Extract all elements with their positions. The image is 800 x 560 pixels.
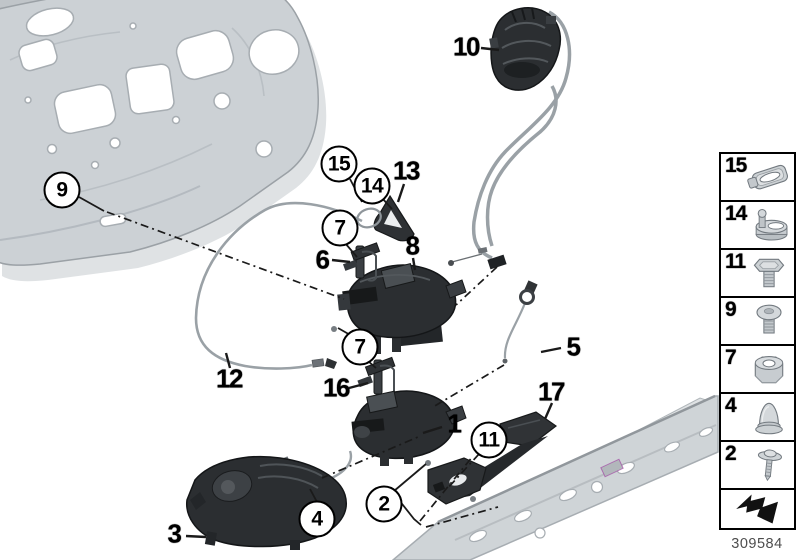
callout-11[interactable]: 11 xyxy=(470,421,508,459)
callout-6[interactable]: 6 xyxy=(315,244,330,275)
rear-panel-carrier xyxy=(391,394,719,560)
legend-item-number: 15 xyxy=(725,154,747,177)
cap-nut-icon xyxy=(745,396,793,438)
callout-5[interactable]: 5 xyxy=(566,331,581,362)
legend-item-11[interactable]: 11 xyxy=(719,248,796,298)
callout-7[interactable]: 7 xyxy=(321,209,359,247)
fastener-legend: 15 14 11 9 7 4 2 xyxy=(719,152,796,530)
legend-item-14[interactable]: 14 xyxy=(719,200,796,250)
callout-12[interactable]: 12 xyxy=(216,363,243,394)
callout-9[interactable]: 9 xyxy=(43,171,81,209)
diagram-number: 309584 xyxy=(731,536,783,552)
callout-10[interactable]: 10 xyxy=(453,31,480,62)
release-lever-6 xyxy=(342,242,381,282)
callout-7[interactable]: 7 xyxy=(341,328,379,366)
legend-item-2[interactable]: 2 xyxy=(719,440,796,490)
legend-direction-arrow[interactable] xyxy=(719,488,796,530)
legend-item-number: 7 xyxy=(725,346,737,369)
legend-item-15[interactable]: 15 xyxy=(719,152,796,202)
button-head-screw-icon xyxy=(745,300,793,342)
legend-item-7[interactable]: 7 xyxy=(719,344,796,394)
callout-15[interactable]: 15 xyxy=(320,145,358,183)
direction-arrow-icon xyxy=(729,489,787,529)
callout-17[interactable]: 17 xyxy=(538,376,565,407)
callout-2[interactable]: 2 xyxy=(365,485,403,523)
legend-item-number: 9 xyxy=(725,298,737,321)
striker-16 xyxy=(357,356,396,396)
construction-lines xyxy=(78,46,562,539)
callout-13[interactable]: 13 xyxy=(393,155,420,186)
hex-bolt-icon xyxy=(745,252,793,294)
legend-item-4[interactable]: 4 xyxy=(719,392,796,442)
lock-actuator-10 xyxy=(489,7,562,91)
callout-1[interactable]: 1 xyxy=(447,408,462,439)
legend-item-number: 2 xyxy=(725,442,737,465)
legend-item-number: 14 xyxy=(725,202,747,225)
washer-screw-icon xyxy=(745,444,793,486)
legend-item-9[interactable]: 9 xyxy=(719,296,796,346)
legend-item-number: 11 xyxy=(725,250,746,273)
emergency-handle-13 xyxy=(373,194,415,242)
stud-plate-icon xyxy=(745,204,793,246)
hex-nut-icon xyxy=(745,348,793,390)
microswitch-5 xyxy=(519,280,538,305)
callout-3[interactable]: 3 xyxy=(167,518,182,549)
trunk-lock-1 xyxy=(351,390,467,466)
callout-4[interactable]: 4 xyxy=(298,500,336,538)
callout-14[interactable]: 14 xyxy=(353,167,391,205)
trunk-lid-panel xyxy=(0,0,327,284)
legend-item-number: 4 xyxy=(725,394,737,417)
callout-8[interactable]: 8 xyxy=(405,230,420,261)
clip-plate-icon xyxy=(745,156,793,198)
callout-16[interactable]: 16 xyxy=(323,372,350,403)
striker-bracket-11 xyxy=(425,457,487,505)
